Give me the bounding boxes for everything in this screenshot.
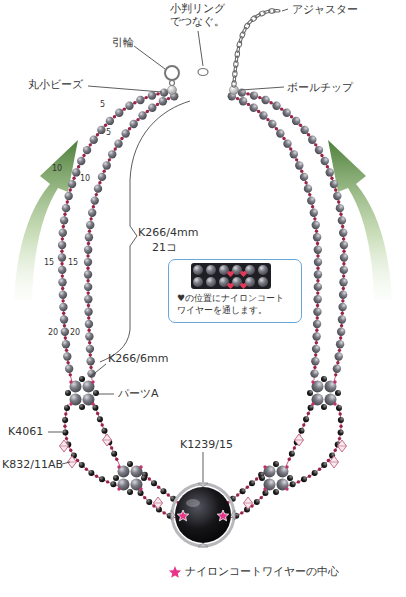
- bead-strands: [58, 88, 180, 518]
- left-half: [14, 88, 180, 518]
- part-number: K266/4mm: [138, 226, 198, 239]
- part-name: 引輪: [112, 36, 134, 49]
- bead-count: 21コ: [152, 241, 177, 254]
- count-number: 5: [100, 100, 105, 110]
- count-number: 10: [52, 164, 62, 174]
- part-number: K266/6mm: [108, 352, 168, 365]
- note-box: ♥の位置にナイロンコート ワイヤーを通します。: [168, 259, 302, 323]
- wire-pattern-icon: [191, 263, 271, 289]
- part-number: K4061: [8, 425, 43, 438]
- count-number: 15: [44, 258, 54, 268]
- leader-lines: [48, 9, 288, 482]
- part-number: K832/11AB: [2, 458, 63, 471]
- direction-arrow: [14, 140, 78, 300]
- count-number: 20: [70, 328, 80, 338]
- note-text: ♥の位置にナイロンコート ワイヤーを通します。: [177, 293, 295, 316]
- legend-text: ナイロンコートワイヤーの中心: [185, 565, 339, 579]
- count-number: 15: [68, 258, 78, 268]
- part-name: ボールチップ: [287, 81, 353, 94]
- count-number: 20: [48, 328, 58, 338]
- legend-star: [168, 565, 182, 579]
- part-name: パーツA: [118, 387, 159, 400]
- right-half: [226, 88, 392, 518]
- wire-center-marks: [177, 510, 228, 521]
- part-name: 丸小ビーズ: [28, 78, 83, 91]
- note-text: 小判リングでつなぐ。: [170, 2, 227, 28]
- legend-item: ナイロンコートワイヤーの中心: [168, 565, 339, 579]
- count-number: 5: [106, 128, 111, 138]
- count-number: 10: [80, 174, 90, 184]
- pendant: [171, 483, 235, 547]
- part-number: K1239/15: [180, 438, 233, 451]
- part-name: アジャスター: [292, 3, 358, 16]
